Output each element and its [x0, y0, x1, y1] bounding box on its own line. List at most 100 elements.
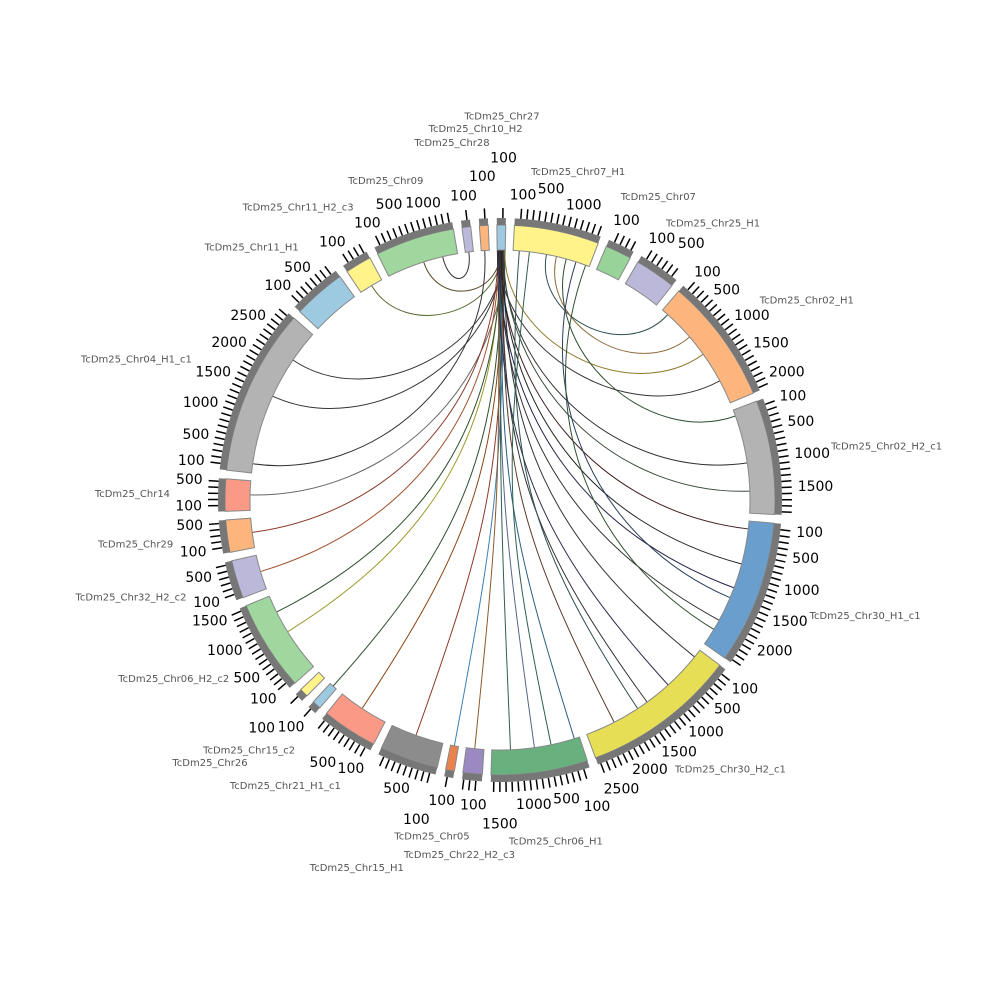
tick-mark	[384, 759, 391, 769]
tick-mark	[402, 765, 408, 776]
tick-mark	[701, 696, 710, 705]
link-c27-c04	[292, 250, 505, 380]
tick-label: 100	[354, 216, 381, 232]
sector-axis-band	[490, 760, 590, 782]
tick-mark	[579, 219, 585, 230]
tick-mark	[322, 723, 330, 733]
sector-band[interactable]	[299, 275, 356, 330]
sector-band[interactable]	[490, 736, 588, 776]
tick-mark	[517, 781, 520, 792]
tick-label: 100	[780, 389, 807, 405]
tick-mark	[304, 281, 313, 291]
tick-mark	[720, 318, 730, 326]
tick-mark	[624, 238, 631, 248]
tick-mark	[708, 303, 718, 312]
sector-band[interactable]	[231, 554, 267, 599]
tick-mark	[780, 529, 791, 532]
sector-band[interactable]	[512, 224, 599, 268]
sector-band[interactable]	[225, 517, 256, 553]
sector-band[interactable]	[595, 245, 632, 281]
tick-label: 100	[338, 761, 365, 777]
tick-label: 100	[319, 235, 346, 251]
sector-band[interactable]	[312, 682, 337, 709]
tick-label: 1000	[734, 308, 770, 324]
tick-mark	[600, 763, 606, 773]
tick-mark	[753, 371, 763, 378]
tick-mark	[231, 382, 242, 389]
sector-band[interactable]	[661, 290, 755, 404]
sector-axis-band	[308, 701, 320, 714]
tick-mark	[474, 780, 477, 791]
sector-band[interactable]	[325, 693, 386, 745]
sector-band[interactable]	[245, 595, 315, 684]
sector-name-label: TcDm25_Chr30_H2_c1	[674, 764, 786, 775]
tick-mark	[270, 318, 280, 326]
sector-band[interactable]	[224, 478, 252, 512]
sector-band[interactable]	[380, 724, 444, 769]
tick-mark	[414, 769, 419, 780]
tick-mark	[775, 559, 786, 563]
tick-mark	[724, 323, 734, 331]
sector-band[interactable]	[496, 224, 507, 251]
tick-mark	[755, 377, 766, 383]
tick-label: 2000	[757, 644, 793, 660]
tick-mark	[778, 541, 789, 545]
tick-mark	[671, 267, 679, 277]
tick-label: 100	[796, 525, 823, 541]
sector-band[interactable]	[478, 224, 490, 252]
tick-mark	[573, 218, 579, 229]
tick-label: 500	[714, 702, 741, 718]
sector-band[interactable]	[346, 257, 383, 293]
tick-mark	[239, 627, 249, 633]
sector-band[interactable]	[703, 520, 775, 659]
sector-axis-band	[460, 219, 471, 228]
sector-band[interactable]	[445, 744, 460, 772]
sector-band[interactable]	[462, 747, 485, 775]
sector-axis-band	[478, 218, 489, 226]
tick-label: 500	[792, 551, 819, 567]
tick-mark	[266, 323, 276, 331]
tick-mark	[656, 256, 664, 267]
sector-band[interactable]	[300, 671, 326, 697]
sector-name-label: TcDm25_Chr30_H1_c1	[809, 611, 921, 622]
tick-label: 2000	[769, 365, 805, 381]
sector-band[interactable]	[624, 261, 673, 306]
sector-axis-band	[496, 217, 506, 226]
sector-band[interactable]	[732, 400, 776, 516]
link-c27-c02h1	[504, 250, 704, 374]
tick-mark	[461, 779, 465, 790]
sector-band[interactable]	[586, 649, 721, 759]
link-c27-c32	[260, 250, 500, 573]
sector-band[interactable]	[376, 228, 459, 277]
link-c27-c02h1	[497, 250, 721, 397]
sector-band[interactable]	[461, 226, 474, 253]
sector-band[interactable]	[226, 317, 314, 474]
tick-mark	[659, 731, 667, 741]
tick-label: 100	[278, 719, 305, 735]
